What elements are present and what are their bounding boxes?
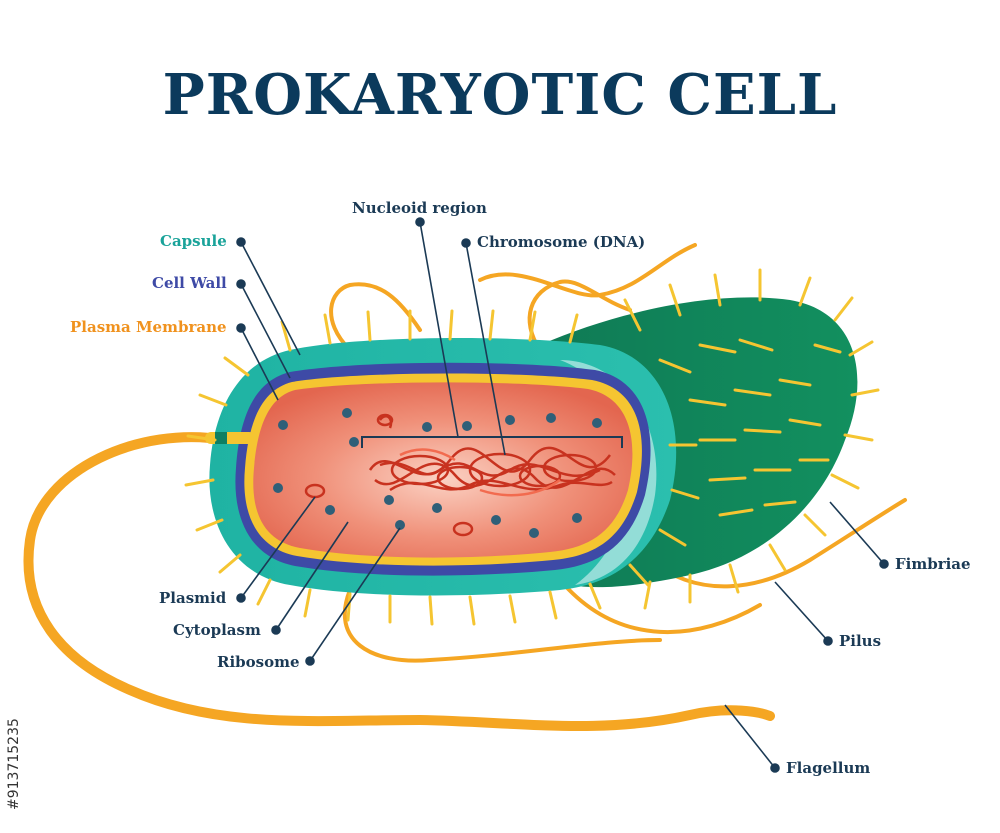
stock-id: #913715235 xyxy=(6,718,22,810)
page-title: PROKARYOTIC CELL xyxy=(162,62,838,128)
fimbria xyxy=(688,398,727,407)
fimbria xyxy=(763,500,797,507)
fimbria xyxy=(850,388,880,397)
fimbria xyxy=(718,508,754,517)
fimbria xyxy=(848,340,874,357)
flagellum-base xyxy=(205,432,255,444)
fimbria xyxy=(658,358,692,374)
fimbria xyxy=(468,595,476,626)
fimbria xyxy=(670,488,700,500)
fimbria xyxy=(843,433,874,442)
flagellum xyxy=(23,432,775,731)
fimbria xyxy=(346,592,352,622)
fimbria xyxy=(428,595,434,626)
fimbria xyxy=(743,428,782,434)
label-chromosome: Chromosome (DNA) xyxy=(477,233,646,251)
fimbria xyxy=(623,298,642,332)
nucleoid-bracket xyxy=(361,436,623,448)
fimbria xyxy=(708,476,747,482)
fimbria xyxy=(643,580,652,610)
label-ribosome: Ribosome xyxy=(217,653,300,671)
fimbria xyxy=(488,309,495,341)
label-nucleoid-region: Nucleoid region xyxy=(352,199,487,217)
label-capsule: Capsule xyxy=(160,232,227,250)
fimbria xyxy=(218,553,242,574)
fimbria xyxy=(778,378,812,387)
fimbria xyxy=(303,588,312,618)
label-plasma-membrane: Plasma Membrane xyxy=(70,318,227,336)
fimbria xyxy=(528,310,537,342)
fimbria xyxy=(728,563,740,594)
fimbria xyxy=(668,283,682,317)
fimbria xyxy=(280,320,292,352)
ribosomes xyxy=(273,408,602,538)
fimbria xyxy=(813,343,842,354)
fimbria xyxy=(798,276,812,307)
fimbria xyxy=(803,513,827,537)
fimbria xyxy=(508,594,517,624)
label-flagellum: Flagellum xyxy=(786,759,871,777)
fimbria xyxy=(733,388,772,397)
chromosome-dna xyxy=(368,415,616,497)
fimbriae xyxy=(623,268,880,610)
pili xyxy=(329,243,907,663)
fimbria xyxy=(548,590,558,620)
label-plasmid: Plasmid xyxy=(159,589,227,607)
fimbria xyxy=(256,578,272,606)
fimbria xyxy=(184,478,215,487)
fimbria xyxy=(698,343,737,354)
fimbria xyxy=(788,418,822,427)
label-cell-wall: Cell Wall xyxy=(152,274,227,292)
label-pilus: Pilus xyxy=(839,632,882,650)
fimbria xyxy=(833,296,854,322)
fimbria xyxy=(830,473,860,490)
fimbria xyxy=(713,273,722,307)
fimbria xyxy=(223,356,250,377)
fimbria xyxy=(366,310,372,342)
fimbria xyxy=(448,309,454,341)
label-cytoplasm: Cytoplasm xyxy=(173,621,261,639)
label-fimbriae: Fimbriae xyxy=(895,555,971,573)
fimbria xyxy=(658,528,687,547)
fimbria xyxy=(186,434,217,442)
fimbria xyxy=(588,582,602,610)
fimbria xyxy=(568,313,579,344)
fimbria xyxy=(198,393,228,407)
fimbria xyxy=(738,338,774,352)
fimbria xyxy=(195,518,224,532)
fimbria xyxy=(628,563,650,587)
capsule-fimbriae xyxy=(184,309,700,626)
fimbria xyxy=(323,313,332,345)
fimbria xyxy=(768,543,787,572)
leader-lines xyxy=(236,217,889,773)
